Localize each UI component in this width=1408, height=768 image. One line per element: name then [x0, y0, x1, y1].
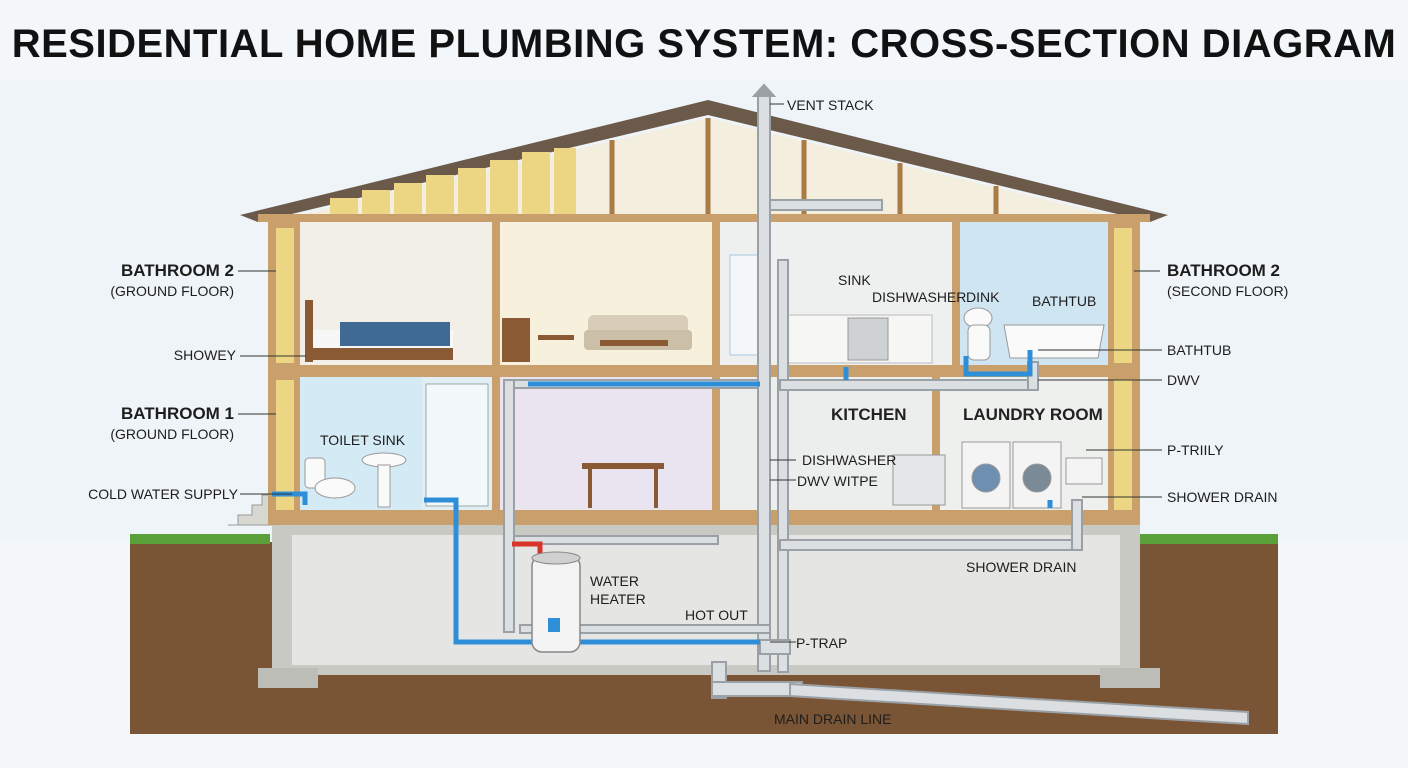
lower-dining-room [500, 377, 712, 510]
label-laundry-room: LAUNDRY ROOM [963, 405, 1103, 424]
grass-right [1140, 534, 1278, 544]
label-bathtub-room: BATHTUB [1032, 293, 1097, 309]
shower-enclosure [425, 383, 489, 507]
side-table [538, 335, 574, 340]
laundry-sink [1065, 457, 1103, 485]
label-water-heater-2: HEATER [590, 591, 646, 607]
washer-door [971, 463, 1001, 493]
label-sink: SINK [838, 272, 871, 288]
left-wall-insulation-upper [276, 228, 294, 363]
label-dwv: DWV [1167, 372, 1200, 388]
label-cold-water-supply: COLD WATER SUPPLY [88, 486, 238, 502]
label-hot-out: HOT OUT [685, 607, 748, 623]
upper-interior-walls [492, 222, 960, 365]
label-shower-drain-right: SHOWER DRAIN [1167, 489, 1278, 505]
label-dink: DINK [966, 289, 1000, 305]
footing-left [258, 668, 318, 688]
side-cabinet [502, 318, 530, 362]
label-bathroom1-title: BATHROOM 1 [120, 404, 234, 423]
coffee-table [600, 340, 668, 346]
attic-insulation [330, 148, 576, 215]
label-dishwasher-top: DISHWASHER [872, 289, 967, 305]
label-water-heater-1: WATER [590, 573, 639, 589]
basement-interior [292, 535, 1120, 665]
upper-bathtub [1003, 324, 1105, 359]
label-bathroom2-left-title: BATHROOM 2 [120, 261, 234, 280]
bed [305, 300, 453, 362]
lower-dishwasher [892, 454, 946, 506]
label-bathroom1-sub: (GROUND FLOOR) [110, 426, 234, 442]
second-floor-slab [268, 365, 1140, 377]
dishwasher-upper [847, 317, 889, 361]
label-bathroom2-left-sub: (GROUND FLOOR) [110, 283, 234, 299]
label-p-trap: P-TRAP [796, 635, 848, 651]
label-shower-drain-mid: SHOWER DRAIN [966, 559, 1077, 575]
footing-right [1100, 668, 1160, 688]
leader-lines [238, 103, 1162, 643]
grass-left [130, 534, 270, 544]
right-wall-insulation-lower [1114, 380, 1132, 510]
left-wall-insulation-lower [276, 380, 294, 510]
label-kitchen: KITCHEN [831, 405, 907, 424]
lower-sink-pedestal [377, 464, 391, 508]
upper-toilet-base [967, 324, 991, 361]
dining-table [582, 463, 664, 469]
lower-interior-walls [492, 377, 940, 510]
ground-floor-slab [268, 510, 1140, 525]
label-p-trily: P-TRIILY [1167, 442, 1224, 458]
diagram-title: RESIDENTIAL HOME PLUMBING SYSTEM: CROSS-… [11, 22, 1397, 66]
label-dwv-witpe: DWV WITPE [797, 473, 878, 489]
label-dishwasher-mid: DISHWASHER [802, 452, 897, 468]
right-wall-insulation-upper [1114, 228, 1132, 363]
label-vent-stack: VENT STACK [787, 97, 874, 113]
label-bathroom2-right-title: BATHROOM 2 [1167, 261, 1281, 280]
kitchen-door [729, 254, 759, 356]
label-bathtub: BATHTUB [1167, 342, 1232, 358]
label-main-drain-line: MAIN DRAIN LINE [774, 711, 892, 727]
lower-toilet-bowl [314, 477, 356, 499]
label-bathroom2-right-sub: (SECOND FLOOR) [1167, 283, 1289, 299]
label-showey: SHOWEY [173, 347, 236, 363]
label-toilet-sink: TOILET SINK [320, 432, 406, 448]
dryer-door [1022, 463, 1052, 493]
water-heater [531, 551, 581, 653]
ceiling-joist [258, 214, 1150, 222]
